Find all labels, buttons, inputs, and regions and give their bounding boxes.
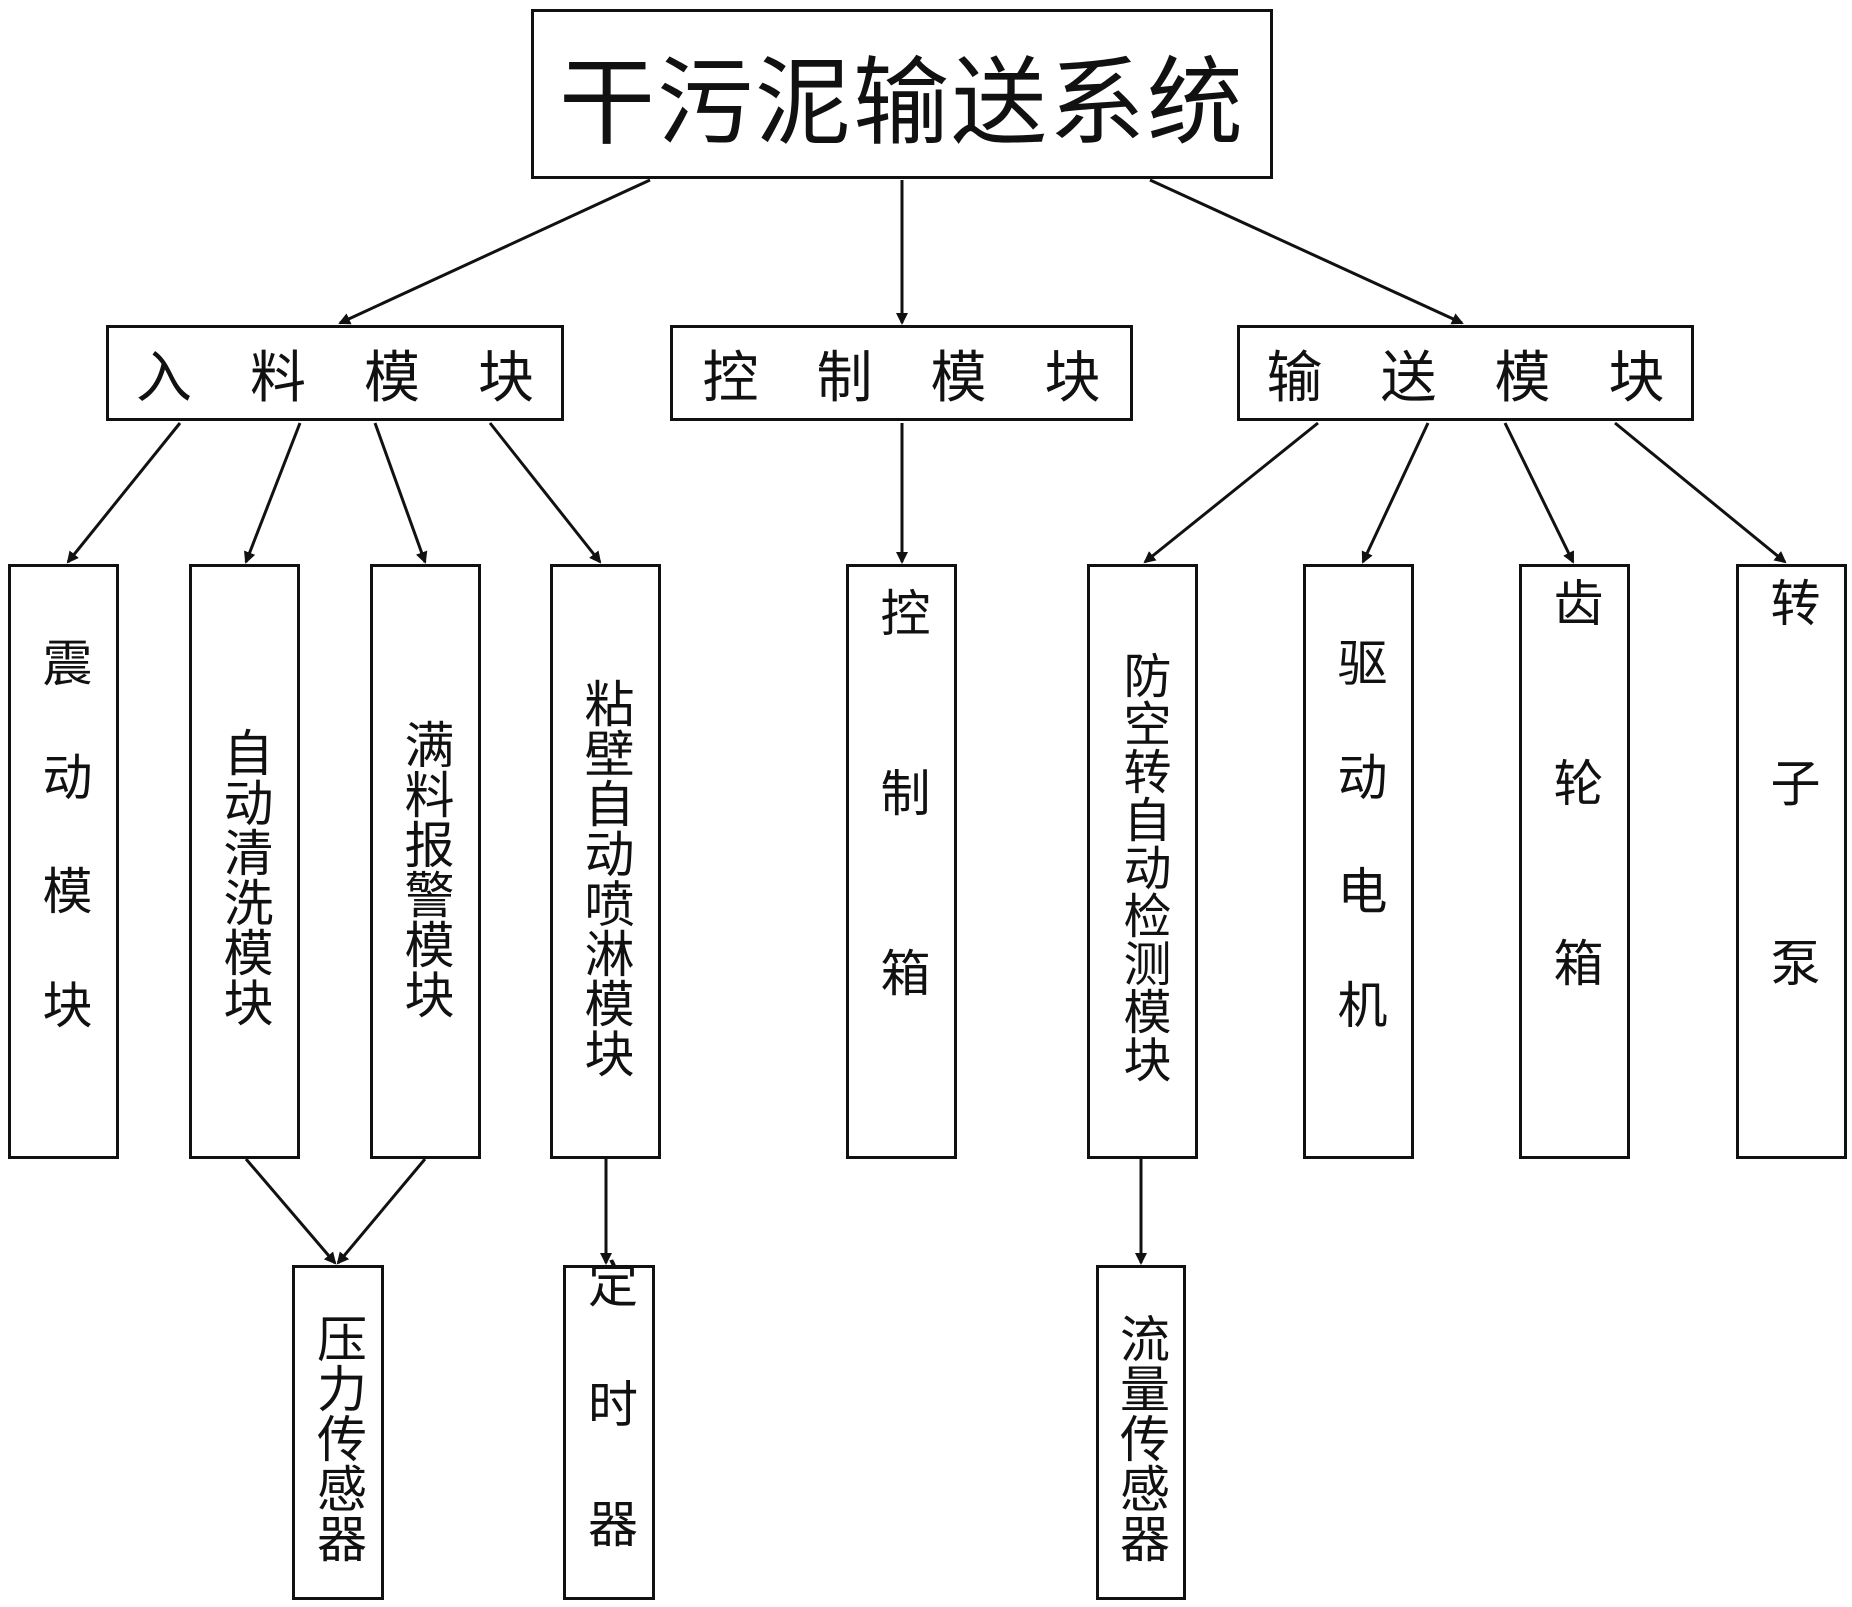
arrow-full-alarm-to-pressure (336, 1158, 427, 1265)
rotor-pump-box: 转子泵 (1736, 564, 1847, 1159)
drive-motor-label: 驱动电机 (1329, 637, 1388, 1093)
arrow-intake-to-vibration (66, 422, 182, 564)
wall-spray-module-box: 粘壁自动喷淋模块 (550, 564, 661, 1159)
arrow-title-to-conveying (1149, 178, 1464, 325)
conveying-module-label: 输送模块 (1266, 345, 1723, 411)
auto-cleaning-module-label: 自动清洗模块 (215, 727, 274, 1027)
arrow-intake-to-auto-cleaning (244, 422, 302, 564)
vibration-module-label: 震动模块 (34, 637, 93, 1093)
control-module-label: 控制模块 (702, 345, 1159, 411)
wall-spray-module-label: 粘壁自动喷淋模块 (576, 678, 635, 1078)
auto-cleaning-module-box: 自动清洗模块 (189, 564, 300, 1159)
pressure-sensor-label: 压力传感器 (309, 1312, 367, 1563)
control-module-box: 控制模块 (670, 325, 1133, 421)
arrow-title-to-intake (338, 178, 651, 325)
anti-idle-detect-module-label: 防空转自动检测模块 (1114, 651, 1171, 1083)
system-title-box: 干污泥输送系统 (531, 9, 1273, 179)
arrow-intake-to-full-alarm (373, 422, 428, 564)
rotor-pump-label: 转子泵 (1762, 577, 1821, 1117)
arrow-auto-cleaning-to-pressure (244, 1158, 337, 1265)
flow-sensor-box: 流量传感器 (1096, 1265, 1186, 1600)
arrow-conveying-to-gearbox (1503, 422, 1575, 564)
vibration-module-box: 震动模块 (8, 564, 119, 1159)
arrow-conveying-to-rotor-pump (1614, 421, 1787, 564)
intake-module-box: 入料模块 (106, 325, 564, 421)
control-box-label: 控制箱 (872, 587, 931, 1127)
timer-label: 定时器 (580, 1257, 638, 1607)
full-alarm-module-box: 满料报警模块 (370, 564, 481, 1159)
intake-module-label: 入料模块 (136, 345, 592, 411)
system-title: 干污泥输送系统 (559, 46, 1245, 159)
anti-idle-detect-module-box: 防空转自动检测模块 (1087, 564, 1198, 1159)
arrow-conveying-to-anti-idle (1143, 421, 1319, 564)
control-box-box: 控制箱 (846, 564, 957, 1159)
timer-box: 定时器 (563, 1257, 655, 1607)
pressure-sensor-box: 压力传感器 (292, 1265, 384, 1600)
gearbox-label: 齿轮箱 (1545, 577, 1604, 1117)
arrow-conveying-to-drive-motor (1361, 422, 1430, 564)
gearbox-box: 齿轮箱 (1519, 564, 1630, 1159)
arrow-intake-to-wall-spray (488, 422, 602, 564)
flow-sensor-label: 流量传感器 (1112, 1312, 1170, 1563)
drive-motor-box: 驱动电机 (1303, 564, 1414, 1159)
full-alarm-module-label: 满料报警模块 (396, 719, 455, 1019)
conveying-module-box: 输送模块 (1237, 325, 1694, 421)
